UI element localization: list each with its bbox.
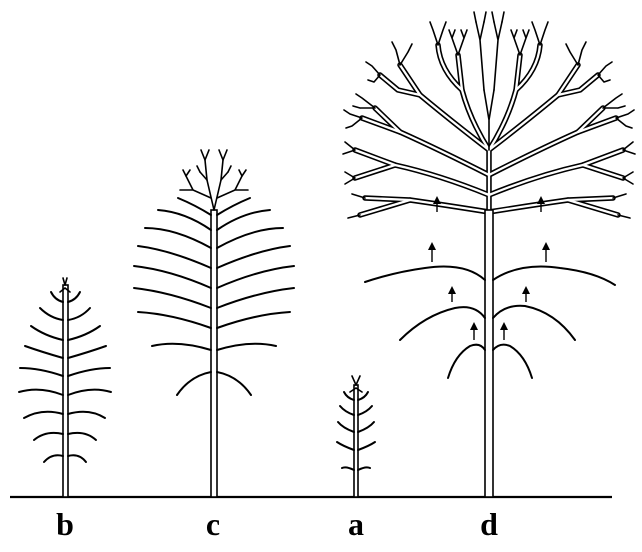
- tree-b-apex: [59, 277, 71, 293]
- tree-d-twig-tips: [342, 11, 636, 219]
- tree-c-branches: [133, 197, 295, 396]
- tree-b: [18, 277, 112, 498]
- tree-c: [133, 149, 295, 498]
- label-tree-c: c: [205, 506, 221, 542]
- tree-d-trunk: [484, 209, 494, 498]
- label-tree-a: a: [348, 506, 364, 542]
- tree-d-growth-arrows: [428, 196, 550, 340]
- tree-c-trunk: [210, 209, 218, 498]
- tree-a-branches: [336, 391, 376, 471]
- tree-d: [342, 11, 636, 498]
- label-tree-d: d: [480, 506, 498, 542]
- tree-b-branches: [18, 291, 112, 463]
- tree-a-trunk: [353, 384, 359, 498]
- tree-b-trunk: [62, 284, 69, 498]
- tree-d-growth-arcs: [364, 265, 616, 379]
- label-tree-b: b: [56, 506, 74, 542]
- tree-a-apex: [349, 375, 363, 393]
- tree-c-crown: [179, 149, 249, 211]
- tree-a: [336, 375, 376, 498]
